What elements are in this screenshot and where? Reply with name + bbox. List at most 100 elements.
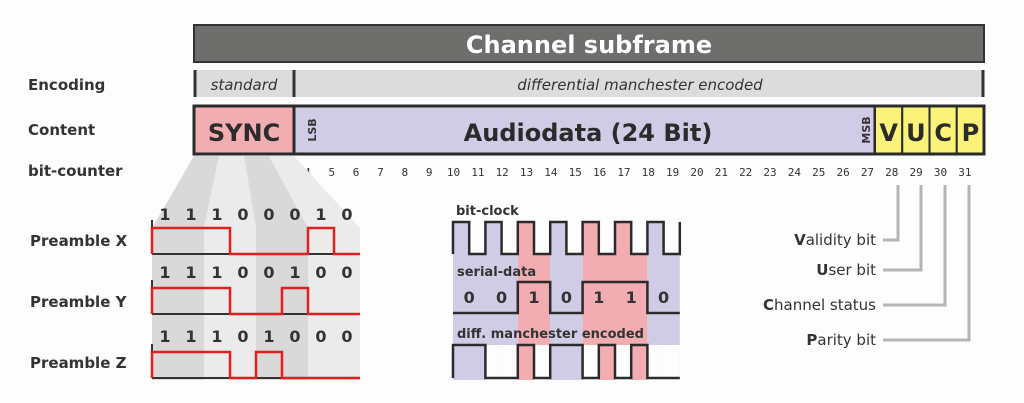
flag-box-u [901, 105, 931, 155]
preamble-signal [150, 350, 360, 380]
legend-item: Validity bit [794, 231, 876, 249]
preamble-bit: 0 [289, 327, 300, 346]
msb-label: MSB [860, 116, 873, 143]
preamble-bit: 0 [237, 205, 248, 224]
preamble-bit: 0 [341, 263, 352, 282]
bit-number: 31 [958, 166, 971, 179]
serial-data-bit: 1 [593, 288, 604, 307]
waveforms: bit-clock serial-data 0 0 1 0 1 1 0 diff. manches… [451, 204, 682, 382]
diff-low-bg [647, 345, 664, 382]
legend-connector [883, 185, 971, 342]
diff-manchester-label: diff. manchester encoded [457, 327, 644, 342]
bit-number: 6 [353, 166, 360, 179]
preamble-bit: 0 [263, 263, 274, 282]
preamble-bit: 1 [315, 205, 326, 224]
bit-number: 18 [642, 166, 655, 179]
serial-data-bit: 0 [658, 288, 669, 307]
bit-number: 20 [690, 166, 703, 179]
preamble-bit: 1 [211, 205, 222, 224]
bit-number: 26 [836, 166, 849, 179]
diff-low-bg [501, 345, 518, 382]
preamble-bit: 1 [159, 327, 170, 346]
audiodata-label: Audiodata (24 Bit) [464, 119, 713, 147]
preamble-bit: 0 [315, 327, 326, 346]
bit-number: 12 [496, 166, 509, 179]
flag-letter-u: U [906, 119, 926, 147]
lsb-label: LSB [306, 118, 319, 141]
clock-top-bg [453, 205, 680, 222]
serial-data-bit: 0 [464, 288, 475, 307]
bit-number: 17 [617, 166, 630, 179]
bit-number: 22 [739, 166, 752, 179]
bit-number: 14 [544, 166, 558, 179]
row-label-content: Content [28, 121, 95, 139]
bit-number: 16 [593, 166, 606, 179]
fan-segment-bit-0 [152, 156, 219, 380]
preamble-bit: 1 [159, 263, 170, 282]
preamble-bit: 0 [341, 327, 352, 346]
serial-data-bit: 0 [496, 288, 507, 307]
bit-number: 8 [401, 166, 408, 179]
row-label-bit-counter: bit-counter [28, 162, 123, 180]
bit-number: 28 [885, 166, 898, 179]
preamble-bit: 1 [211, 327, 222, 346]
bit-number: 11 [471, 166, 484, 179]
preamble-bit: 1 [289, 263, 300, 282]
serial-data-bit: 1 [626, 288, 637, 307]
diff-low-bg [582, 345, 599, 382]
serial-data-bit: 0 [561, 288, 572, 307]
bit-number: 7 [377, 166, 384, 179]
bit-number: 25 [812, 166, 825, 179]
fan-segment-bit-2 [244, 156, 308, 380]
bit-clock-label: bit-clock [456, 204, 519, 219]
bit-number: 27 [861, 166, 874, 179]
diff-low-bg [534, 345, 551, 382]
content-outline [192, 104, 986, 156]
encoding-standard: standard [211, 76, 278, 94]
bit-counter: 0123456789101112131415161718192021222324… [207, 166, 972, 179]
flag-letter-c: C [934, 119, 952, 147]
serial-data-label: serial-data [457, 265, 536, 280]
flag-letter-v: V [879, 119, 898, 147]
bit-number: 30 [934, 166, 947, 179]
bit-number: 10 [447, 166, 460, 179]
encoding-differential: differential manchester encoded [517, 76, 763, 94]
preamble-bit: 0 [263, 205, 274, 224]
preamble-bit: 0 [237, 263, 248, 282]
bit-number: 5 [328, 166, 335, 179]
flag-letter-p: P [962, 119, 980, 147]
fan-segment-bit-3 [269, 156, 360, 380]
flag-box-c [928, 105, 958, 155]
diff-manchester-signal [451, 343, 680, 380]
preamble-bit: 0 [289, 205, 300, 224]
preamble-label: Preamble Z [30, 354, 127, 372]
title-text: Channel subframe [466, 31, 712, 59]
preamble-bit: 1 [185, 205, 196, 224]
row-label-encoding: Encoding [28, 76, 105, 94]
legend-item: User bit [816, 261, 876, 279]
preamble-bit: 1 [159, 205, 170, 224]
serial-data-signal [453, 280, 680, 315]
sync-label: SYNC [208, 119, 280, 147]
diff-low-bg [485, 345, 502, 382]
serial-data-bit: 1 [528, 288, 539, 307]
preamble-bit: 0 [237, 327, 248, 346]
preamble-bit: 0 [315, 263, 326, 282]
bit-number: 29 [910, 166, 923, 179]
encoding-bar [194, 70, 984, 97]
bit-clock-signal [451, 220, 682, 256]
sync-fan-out [152, 156, 360, 380]
bit-number: 19 [666, 166, 679, 179]
legend-item: Parity bit [806, 331, 876, 349]
preamble-bit: 1 [185, 327, 196, 346]
preamble-label: Preamble Y [30, 293, 128, 311]
preamble-label: Preamble X [30, 232, 128, 250]
legend-connector [883, 185, 923, 272]
bit-number: 15 [569, 166, 582, 179]
diff-low-bg [663, 345, 680, 382]
diff-low-bg [615, 345, 632, 382]
fan-segment-bit-1 [204, 156, 256, 380]
